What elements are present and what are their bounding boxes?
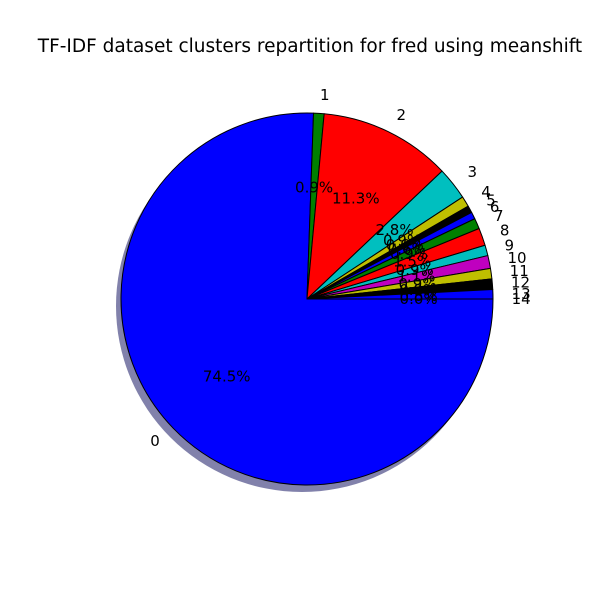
pct-label-12: 0.9%: [399, 281, 437, 299]
slice-label-12: 12: [511, 274, 530, 292]
pct-label-0: 74.5%: [203, 368, 251, 386]
slice-label-6: 6: [490, 198, 500, 216]
slice-label-5: 5: [486, 191, 496, 209]
pct-label-9: 0.9%: [396, 261, 434, 279]
pct-label-2: 11.3%: [332, 190, 380, 208]
slice-label-0: 0: [150, 432, 160, 450]
pct-label-10: 1.1%: [397, 268, 435, 286]
pct-label-14: 0.0%: [400, 290, 438, 308]
pct-label-8: 1.5%: [393, 253, 431, 271]
slice-label-11: 11: [510, 262, 529, 280]
slice-label-13: 13: [512, 285, 531, 303]
slice-label-14: 14: [512, 290, 531, 308]
pct-label-5: 0.6%: [386, 236, 424, 254]
pct-label-7: 0.9%: [390, 245, 428, 263]
pie-slice-2: [306, 113, 443, 300]
slice-label-1: 1: [320, 86, 330, 104]
pct-label-3: 2.8%: [375, 221, 413, 239]
pct-label-13: 0.8%: [400, 287, 438, 305]
slice-label-4: 4: [481, 183, 491, 201]
pct-label-6: 0.6%: [388, 240, 426, 258]
pct-label-4: 0.9%: [383, 232, 421, 250]
pct-label-11: 0.9%: [398, 275, 436, 293]
pie-slices: [120, 112, 494, 486]
chart-title: TF-IDF dataset clusters repartition for …: [37, 36, 583, 57]
slice-label-9: 9: [504, 237, 514, 255]
slice-label-7: 7: [494, 207, 504, 225]
slice-label-2: 2: [396, 106, 406, 124]
slice-label-10: 10: [507, 249, 526, 267]
slice-label-3: 3: [467, 163, 477, 181]
pct-label-1: 0.9%: [295, 179, 333, 197]
pct-labels: 74.5%0.9%11.3%2.8%0.9%0.6%0.6%0.9%1.5%0.…: [203, 179, 438, 386]
slice-label-8: 8: [500, 222, 510, 240]
